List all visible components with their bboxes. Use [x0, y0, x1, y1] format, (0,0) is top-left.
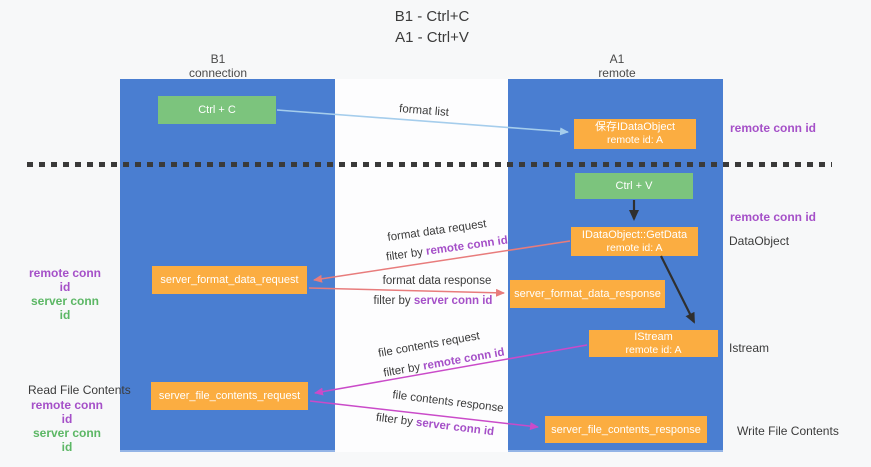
istream-box: IStream remote id: A [589, 330, 718, 357]
server-format-data-request-label: server_format_data_request [160, 274, 299, 286]
server-format-data-response-box: server_format_data_response [510, 280, 665, 308]
format-data-response-label: format data response [382, 275, 492, 287]
lane-header-a1: A1 remote [557, 52, 677, 80]
server-file-contents-response-label: server_file_contents_response [551, 423, 701, 436]
idataobject-getdata-box: IDataObject::GetData remote id: A [571, 227, 698, 256]
istream-line1: IStream [634, 330, 673, 343]
format-data-response-filter-label: filter by server conn id [374, 295, 493, 307]
filter-by-text: filter by [373, 295, 414, 307]
title-line-2: A1 - Ctrl+V [395, 29, 469, 46]
istream-side-label: Istream [729, 341, 770, 355]
ctrl-v-box: Ctrl + V [575, 173, 693, 199]
lane-a1-subtitle: remote [598, 66, 636, 80]
server-format-data-response-label: server_format_data_response [514, 288, 661, 300]
left-server-conn-id-1: server conn id [30, 294, 100, 322]
diagram-title: B1 - Ctrl+C A1 - Ctrl+V [312, 6, 552, 48]
getdata-line1: IDataObject::GetData [581, 228, 688, 241]
server-format-data-request-box: server_format_data_request [152, 266, 307, 294]
write-file-contents-label: Write File Contents [737, 424, 839, 438]
server-file-contents-request-box: server_file_contents_request [151, 382, 308, 410]
getdata-line2: remote id: A [606, 241, 663, 254]
left-conn-id-stack-2: remote conn id server conn id [26, 398, 108, 454]
left-remote-conn-id-1: remote conn id [28, 266, 101, 294]
ctrl-c-box: Ctrl + C [158, 96, 276, 124]
remote-conn-id-top-label: remote conn id [730, 121, 817, 135]
lane-b1-subtitle: connection [188, 66, 248, 80]
read-file-contents-label: Read File Contents [28, 383, 131, 397]
lane-a1-name: A1 [609, 52, 625, 66]
server-file-contents-request-label: server_file_contents_request [158, 390, 301, 402]
lane-b1-name: B1 [210, 52, 226, 66]
lane-header-b1: B1 connection [158, 52, 278, 80]
istream-line2: remote id: A [625, 343, 682, 356]
left-remote-conn-id-2: remote conn id [30, 398, 103, 426]
ctrl-c-label: Ctrl + C [198, 104, 236, 116]
left-server-conn-id-2: server conn id [32, 426, 102, 454]
filter-key-server-conn-id: server conn id [413, 295, 493, 307]
save-idataobject-line1: 保存IDataObject [594, 121, 676, 133]
save-idataobject-line2: remote id: A [606, 134, 664, 146]
ctrl-v-label: Ctrl + V [615, 180, 653, 192]
save-idataobject-box: 保存IDataObject remote id: A [574, 119, 696, 149]
server-file-contents-response-box: server_file_contents_response [545, 416, 707, 443]
left-conn-id-stack-1: remote conn id server conn id [24, 266, 106, 322]
remote-conn-id-mid-label: remote conn id [730, 210, 817, 224]
dataobject-label: DataObject [729, 234, 790, 248]
title-line-1: B1 - Ctrl+C [394, 8, 470, 25]
